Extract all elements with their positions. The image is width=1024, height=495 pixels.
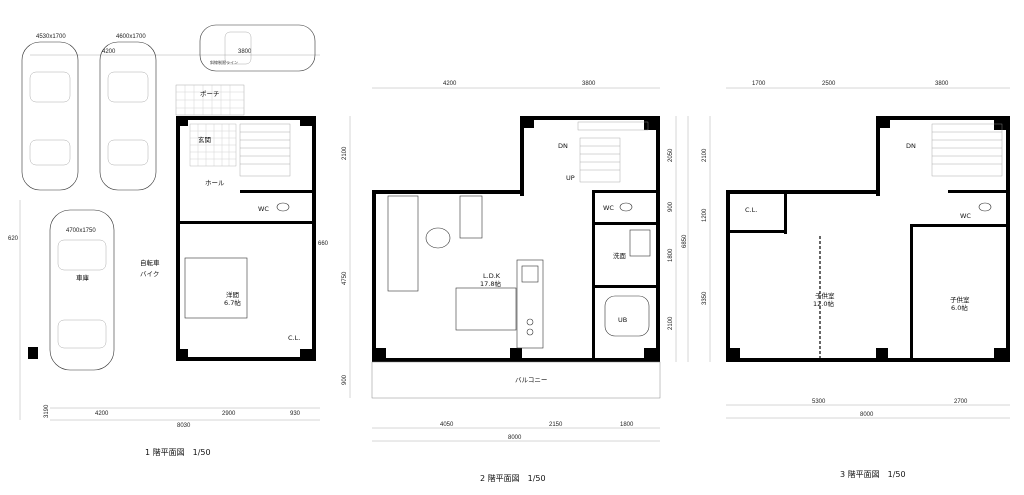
f1-dim-left: 620 [8,236,19,242]
f1-hall-label: ホール [205,179,225,187]
car-1: 4530x1700 [21,34,79,191]
f1-closet-label: C.L. [288,334,300,342]
car-3: 4700x1750 車庫 [49,209,115,371]
f2-washbasin [629,229,651,257]
f3-dim-left-2: 1200 [702,208,708,222]
porch-tiles: ポーチ [175,84,245,116]
f2-stove-burner-icon [526,318,534,326]
f2-dim-right-2: 900 [668,201,674,212]
f3-dim-total: 8000 [860,412,874,418]
f2-wash-label: 洗面 [613,251,627,260]
f1-dim-bottom-1: 4200 [95,411,109,417]
f1-bike2-label: バイク [140,270,159,278]
f3-toilet-icon [978,202,992,212]
f3-child1-label: 子供室 [815,291,835,300]
f2-dim-top-1: 4200 [443,81,457,87]
f1-dim-bottom-3: 930 [290,411,301,417]
car-size-2: 4600x1700 [116,34,146,40]
f3-dim-bottom-1: 5300 [812,399,826,405]
f2-wc-label: WC [603,204,614,212]
f1-dim-left-bottom: 3190 [44,404,50,418]
f3-child1-size: 12.0帖 [813,299,834,308]
f1-entrance-label: 玄関 [198,135,211,144]
f2-balcony-label: バルコニー [515,376,547,384]
parking-line-label: 斜線制限ライン [210,59,238,65]
f2-dim-left-2: 4750 [342,271,348,285]
car-4: 斜線制限ライン [199,24,316,72]
f3-dim-top-2: 2500 [822,81,836,87]
f3-wc-label: WC [960,212,971,220]
f2-dim-total: 8000 [508,435,522,441]
f2-dim-right-3: 1800 [668,248,674,262]
f3-dim-top-3: 3800 [935,81,949,87]
f2-dim-right-1: 2050 [668,148,674,162]
f2-dim-right-total: 6850 [682,234,688,248]
f2-dim-bottom-3: 1800 [620,422,634,428]
f3-dn-label: DN [906,142,916,150]
f1-toilet-icon [276,202,290,212]
f3-closet-label: C.L. [745,206,757,214]
f1-western-label: 洋間 [226,290,239,299]
floor1-plan: 4200 3800 4530x1700 4600x1700 4700x1750 … [8,24,329,457]
f3-dim-bottom-2: 2700 [954,399,968,405]
car-2: 4600x1700 [99,34,157,191]
entrance-tiles [189,123,237,167]
f1-garage-label: 車庫 [76,273,90,282]
f2-dining-table [455,287,517,331]
f3-stairs [931,123,1003,177]
f2-sink-icon [521,265,539,283]
f1-western-size: 6.7帖 [224,298,241,307]
f2-dim-left-1: 2100 [342,146,348,160]
f3-dim-top-1: 1700 [752,81,766,87]
floor3-plan: 1700 2500 3800 DN C.L. WC [702,81,1010,479]
f2-dim-left-3: 900 [342,374,348,385]
f2-ldk-label: L.D.K [483,272,501,280]
f3-child2-label: 子供室 [950,295,970,304]
f2-tv-unit [459,195,483,239]
floor2-title: 2 階平面図 1/50 [480,473,546,483]
f1-dim-total: 8030 [177,423,191,429]
floor1-title: 1 階平面図 1/50 [145,447,211,457]
f1-porch-label: ポーチ [200,90,220,98]
f2-ub-label: UB [618,316,627,324]
f2-dn-label: DN [558,142,568,150]
f2-dim-bottom-1: 4050 [440,422,454,428]
f2-dim-bottom-2: 2150 [549,422,563,428]
f1-stairs [239,123,291,177]
f2-sofa [387,195,419,292]
f1-dim-bottom-2: 2900 [222,411,236,417]
f1-dim-top-1: 4200 [102,49,116,55]
floor3-title: 3 階平面図 1/50 [840,469,906,479]
f1-bike1-label: 自転車 [140,258,160,267]
f1-dim-top-2: 3800 [238,49,252,55]
f1-wc-label: WC [258,205,269,213]
f3-dim-left-1: 2100 [702,148,708,162]
car-size-3: 4700x1750 [66,228,96,234]
f2-bathtub [604,295,650,337]
f1-bed [184,257,248,319]
f2-stairs [577,121,649,183]
car-size-1: 4530x1700 [36,34,66,40]
f3-child2-size: 6.0帖 [951,303,968,312]
f2-kitchen-counter [516,259,544,349]
f2-toilet-icon [619,202,633,212]
f2-stove-burner-icon [526,328,534,336]
floor2-plan: 4200 3800 [342,81,689,483]
f2-up-label: UP [566,174,575,182]
f2-ldk-size: 17.8帖 [480,279,501,288]
f1-dim-right: 660 [318,241,329,247]
f2-table [425,227,451,249]
f2-balcony [371,361,661,399]
f2-dim-top-2: 3800 [582,81,596,87]
f2-dim-right-4: 2100 [668,316,674,330]
f3-dim-left-3: 3350 [702,291,708,305]
